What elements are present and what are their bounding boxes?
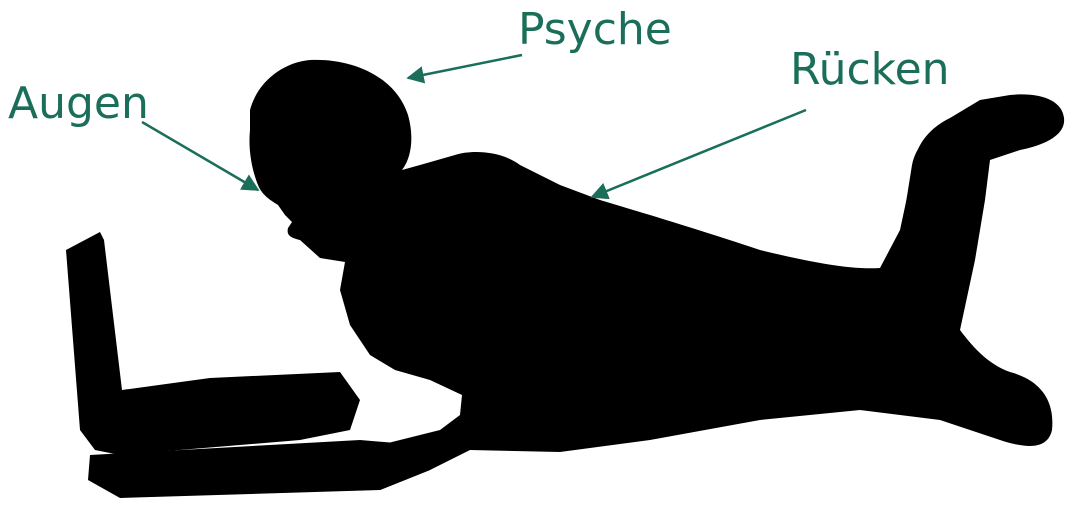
person-silhouette bbox=[249, 60, 1064, 490]
eyes-arrow bbox=[142, 122, 258, 190]
back-label: Rücken bbox=[790, 48, 950, 92]
psyche-arrow bbox=[408, 55, 522, 78]
eyes-label: Augen bbox=[8, 82, 149, 126]
back-arrow bbox=[592, 110, 806, 197]
psyche-label: Psyche bbox=[518, 8, 672, 52]
